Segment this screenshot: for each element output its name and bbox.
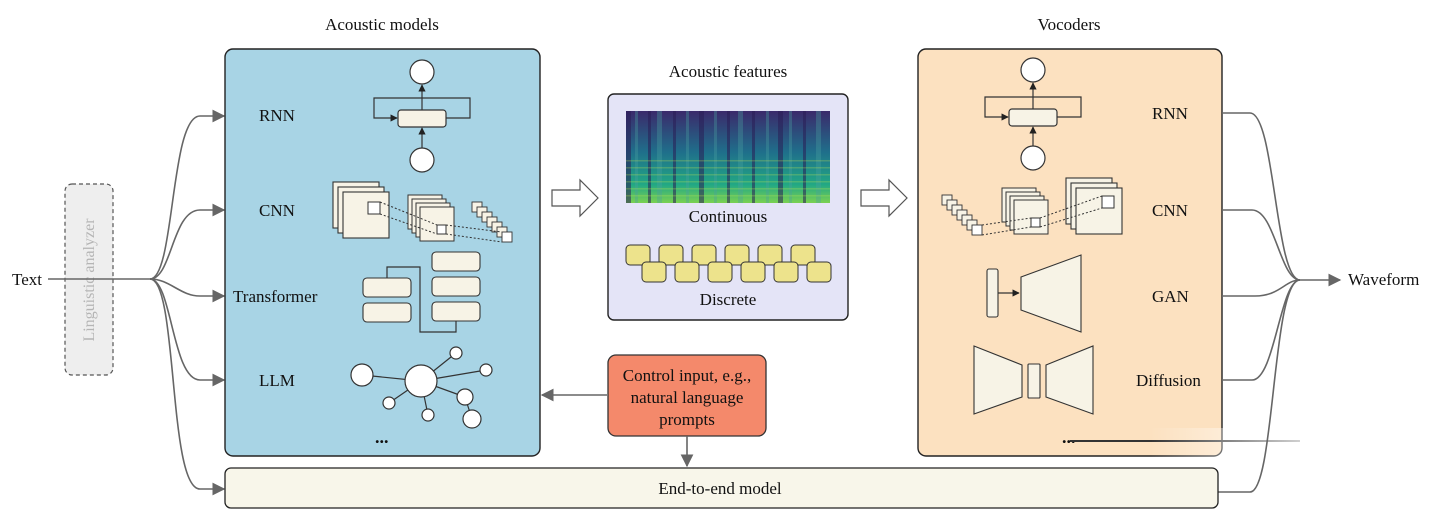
discrete-token: [724, 244, 750, 266]
discrete-token: [757, 244, 783, 266]
spectrogram-band: [766, 111, 769, 203]
spectrogram-band: [789, 111, 792, 203]
llm-graph-icon: [350, 346, 493, 429]
spectrogram-harmonic: [626, 167, 830, 169]
acoustic-model-rnn: RNN: [259, 106, 295, 125]
spectrogram-harmonic: [626, 160, 830, 162]
discrete-label: Discrete: [700, 290, 757, 309]
acoustic-model-transformer: Transformer: [233, 287, 318, 306]
text-input-label: Text: [12, 270, 42, 289]
vocoder-diffusion: Diffusion: [1136, 371, 1201, 390]
discrete-token: [707, 261, 733, 283]
rnn-cell-icon: [373, 59, 471, 173]
discrete-token: [641, 261, 667, 283]
hollow-arrow-to-vocoders: [860, 178, 908, 218]
acoustic-model-llm: LLM: [259, 371, 295, 390]
spectrogram-band: [648, 111, 651, 203]
spectrogram-band: [626, 111, 631, 203]
vocoder-cnn-layers-icon: [941, 177, 1123, 236]
glare-overlay: [1150, 428, 1345, 468]
spectrogram-harmonic: [626, 174, 830, 176]
discrete-token: [790, 244, 816, 266]
discrete-token: [625, 244, 651, 266]
control-input-box: Control input, e.g., natural language pr…: [607, 354, 767, 437]
control-line-1: Control input, e.g.,: [623, 366, 751, 385]
acoustic-models-more: ...: [375, 427, 389, 447]
vocoders-title: Vocoders: [1038, 15, 1101, 34]
spectrogram-band: [738, 111, 743, 203]
vocoder-cnn: CNN: [1152, 201, 1188, 220]
cnn-layers-icon: [332, 181, 513, 243]
control-line-3: prompts: [659, 410, 715, 429]
spectrogram-harmonic: [626, 195, 830, 197]
vocoder-rnn: RNN: [1152, 104, 1188, 123]
vocoders-more: ...: [1062, 427, 1076, 447]
discrete-token: [691, 244, 717, 266]
output-fanin-arrows: [1218, 112, 1342, 493]
spectrogram-band: [752, 111, 755, 203]
spectrogram-image: [626, 111, 830, 203]
acoustic-model-cnn: CNN: [259, 201, 295, 220]
transformer-blocks-icon: [362, 251, 481, 333]
spectrogram-band: [686, 111, 689, 203]
acoustic-models-title: Acoustic models: [325, 15, 439, 34]
spectrogram-band: [816, 111, 821, 203]
discrete-tokens: [625, 244, 832, 283]
discrete-token: [674, 261, 700, 283]
discrete-token: [740, 261, 766, 283]
spectrogram-band: [699, 111, 704, 203]
spectrogram-harmonic: [626, 181, 830, 183]
spectrogram-band: [673, 111, 676, 203]
spectrogram-band: [803, 111, 806, 203]
hollow-arrow-to-features: [551, 178, 599, 218]
gan-generator-icon: [986, 254, 1082, 333]
vocoder-gan: GAN: [1152, 287, 1189, 306]
discrete-token: [806, 261, 832, 283]
spectrogram-band: [635, 111, 638, 203]
spectrogram-band: [714, 111, 717, 203]
spectrogram-band: [727, 111, 730, 203]
acoustic-features-title: Acoustic features: [669, 62, 787, 81]
spectrogram-band: [778, 111, 783, 203]
discrete-token: [773, 261, 799, 283]
end-to-end-label: End-to-end model: [658, 479, 781, 498]
control-line-2: natural language: [631, 388, 744, 407]
discrete-token: [658, 244, 684, 266]
waveform-output-label: Waveform: [1348, 270, 1419, 289]
spectrogram-band: [657, 111, 662, 203]
continuous-label: Continuous: [689, 207, 767, 226]
diffusion-model-icon: [973, 345, 1094, 415]
input-fanout-arrows: [48, 109, 226, 496]
spectrogram-harmonic: [626, 188, 830, 190]
vocoder-rnn-cell-icon: [984, 57, 1082, 171]
end-to-end-model-bar: [224, 467, 1219, 509]
